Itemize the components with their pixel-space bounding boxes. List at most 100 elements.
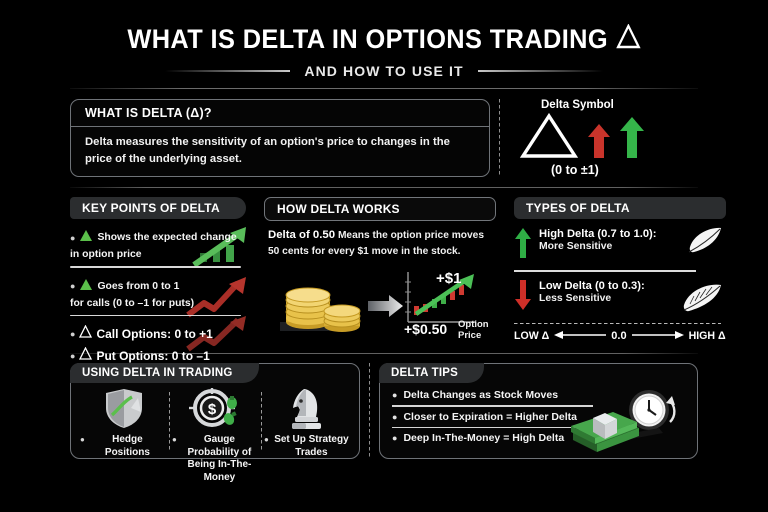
hedge-positions-text: Hedge Positions [104, 434, 150, 458]
scale-right-arrow-icon [631, 330, 684, 343]
key-points-heading: KEY POINTS OF DELTA [70, 197, 246, 220]
delta-outline-icon [79, 346, 93, 365]
types-of-delta-heading: TYPES OF DELTA [514, 197, 726, 220]
how-delta-works-art: +$1 +$0.50 Option Price [264, 264, 496, 342]
svg-text:$: $ [208, 401, 217, 418]
panel-delta-symbol: Delta Symbol (0 to ±1 [509, 99, 698, 177]
option-move-label: +$0.50 [404, 320, 448, 337]
delta-symbol-art [519, 112, 698, 165]
panel-how-delta-works: HOW DELTA WORKS Delta of 0.50 Means the … [264, 197, 496, 343]
delta-tip-row: ● Delta Changes as Stock Moves [392, 389, 687, 401]
scale-center-value: 0.0 [611, 330, 627, 343]
put-options-text: Put Options: 0 to –1 [96, 349, 210, 364]
scale-low-label: LOW Δ [514, 330, 550, 343]
candlestick-chart-icon [402, 266, 482, 343]
header-divider [70, 88, 698, 90]
definition-heading: WHAT IS DELTA (Δ)? [85, 106, 212, 121]
stock-move-label: +$1 [436, 269, 462, 287]
using-delta-columns: ● Hedge Positions $ [71, 386, 359, 483]
subtitle-rule-left [165, 70, 291, 73]
definition-body: Delta measures the sensitivity of an opt… [85, 136, 450, 165]
low-delta-range: (0 to 0.3): [591, 279, 645, 292]
scale-left-arrow-icon [554, 330, 607, 343]
key-point-separator [70, 266, 241, 268]
delta-symbol-range: (0 to ±1) [551, 163, 599, 178]
panel-delta-tips: DELTA TIPS [379, 363, 698, 460]
delta-tip-separator [392, 405, 593, 407]
bullet-icon: ● [392, 390, 398, 401]
key-point-line1: Shows the expected change [97, 232, 237, 244]
type-text-low: Low Delta (0 to 0.3): Less Sensitive [539, 279, 645, 304]
using-delta-item-hedge[interactable]: ● Hedge Positions [77, 388, 169, 458]
high-delta-title: High Delta (0.7 to 1.0): [539, 228, 657, 240]
key-point-line2: for calls (0 to –1 for puts) [70, 297, 195, 309]
option-price-label: Option Price [458, 319, 489, 342]
type-text-high: High Delta (0.7 to 1.0): More Sensitive [539, 227, 657, 252]
bullet-icon: ● [264, 435, 269, 445]
panel-key-points: KEY POINTS OF DELTA [70, 197, 246, 363]
delta-tip-row: ● Closer to Expiration = Higher Delta [392, 411, 687, 423]
how-delta-works-body: Delta of 0.50 Means the option price mov… [264, 227, 496, 259]
bullet-icon: ● [70, 328, 76, 339]
high-delta-sub: More Sensitive [539, 241, 613, 253]
high-delta-range: (0.7 to 1.0): [594, 228, 657, 241]
types-of-delta-list: High Delta (0.7 to 1.0): More Sensitive [514, 227, 726, 342]
type-row-low-delta: Low Delta (0 to 0.3): Less Sensitive [514, 279, 726, 316]
up-arrow-icon [514, 227, 532, 264]
low-delta-title: Low Delta (0 to 0.3): [539, 280, 645, 292]
gold-coins-icon [266, 278, 366, 339]
low-delta-name: Low Delta [539, 279, 592, 292]
feather-icon [684, 225, 724, 262]
key-point-line2: in option price [70, 249, 142, 261]
how-delta-works-heading: HOW DELTA WORKS [264, 197, 496, 222]
strategy-trades-text: Set Up Strategy Trades [274, 434, 349, 458]
row-application: USING DELTA IN TRADING ● Hedge Positions [70, 363, 698, 483]
red-up-arrow-icon [587, 122, 611, 165]
down-arrow-icon [514, 279, 532, 316]
delta-tip-separator [392, 426, 593, 428]
subtitle-rule-right [477, 70, 603, 73]
using-delta-heading: USING DELTA IN TRADING [70, 363, 259, 384]
vertical-dashed-divider-4 [369, 363, 370, 460]
delta-tips-body: ● Delta Changes as Stock Moves ● Closer … [380, 386, 697, 458]
bullet-icon: ● [70, 281, 76, 292]
key-point-item: ● Goes from 0 to 1 for calls (0 to –1 fo… [70, 275, 246, 323]
feather-icon [678, 281, 724, 320]
using-delta-item-strategy[interactable]: ● Set Up Strategy Trades [261, 388, 353, 458]
key-point-option-row: ● Call Options: 0 to +1 [70, 324, 246, 343]
gauge-probability-text: Gauge Probability of Being In-The-Money [187, 434, 252, 483]
green-up-arrow-icon [619, 115, 645, 165]
row1-divider [70, 187, 698, 189]
shield-icon [100, 388, 146, 430]
bullet-icon: ● [70, 350, 76, 361]
delta-outline-icon [79, 324, 93, 343]
delta-tip-2: Closer to Expiration = Higher Delta [403, 410, 578, 423]
types-separator [514, 270, 696, 272]
definition-heading-bar: WHAT IS DELTA (Δ)? [71, 100, 489, 128]
poster-header: WHAT IS DELTA IN OPTIONS TRADING AND HOW… [70, 18, 698, 90]
vertical-dashed-divider-1 [499, 99, 500, 178]
green-delta-icon [79, 229, 93, 247]
delta-triangle-icon [616, 23, 641, 54]
clock [627, 390, 676, 440]
key-points-list: ● Shows the expected change in option pr… [70, 226, 246, 365]
delta-scale: LOW Δ 0.0 HIGH Δ [514, 330, 726, 343]
low-delta-sub: Less Sensitive [539, 292, 612, 304]
panel-using-delta: USING DELTA IN TRADING ● Hedge Positions [70, 363, 360, 483]
key-point-line1: Goes from 0 to 1 [97, 280, 180, 292]
page-subtitle: AND HOW TO USE IT [304, 63, 464, 80]
using-delta-item-probability[interactable]: $ ● Gauge Probabi [169, 388, 261, 483]
delta-tip-row: ● Deep In-The-Money = High Delta [392, 432, 687, 444]
cash-stack [571, 412, 639, 453]
row-core: KEY POINTS OF DELTA [70, 197, 726, 363]
right-arrow-icon [368, 294, 404, 323]
green-delta-icon [79, 278, 93, 296]
page-title: WHAT IS DELTA IN OPTIONS TRADING [127, 23, 641, 54]
target-dollar-icon: $ [188, 388, 242, 430]
delta-tip-3: Deep In-The-Money = High Delta [403, 431, 565, 444]
chess-knight-icon [287, 388, 327, 430]
scale-high-label: HIGH Δ [688, 330, 726, 343]
bullet-icon: ● [392, 411, 398, 422]
bullet-icon: ● [172, 435, 177, 445]
